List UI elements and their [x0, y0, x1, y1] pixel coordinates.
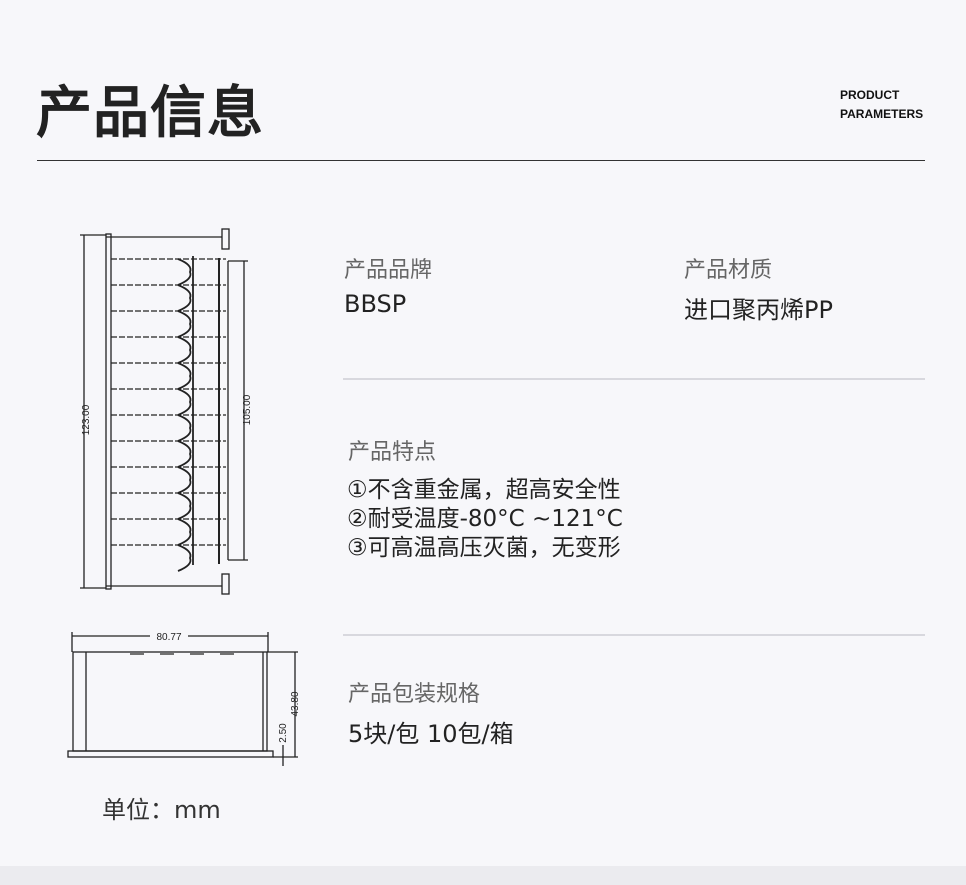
side-view-drawing — [67, 632, 298, 766]
material-value: 进口聚丙烯PP — [684, 296, 833, 324]
well-bottom-curve — [177, 518, 192, 546]
feature-item: ③可高温高压灭菌，无变形 — [347, 535, 621, 561]
feature-item: ①不含重金属，超高安全性 — [347, 477, 621, 503]
well-bottom-curve — [177, 336, 192, 364]
feature-item: ②耐受温度-80°C ~121°C — [347, 506, 623, 532]
packaging-label: 产品包装规格 — [348, 682, 481, 707]
well-bottom-curve — [177, 544, 192, 572]
subtitle-line-1: PRODUCT — [840, 88, 900, 102]
unit-label: 单位：mm — [102, 796, 221, 824]
well-bottom-curve — [177, 466, 192, 494]
section-divider — [343, 634, 925, 636]
well-bottom-curve — [177, 362, 192, 390]
dim-inner-label: 105.00 — [242, 394, 253, 425]
header-divider — [37, 160, 925, 161]
section-divider — [343, 378, 925, 380]
features-list: ①不含重金属，超高安全性 ②耐受温度-80°C ~121°C ③可高温高压灭菌，… — [347, 476, 623, 563]
dim-width-label: 80.77 — [156, 632, 181, 643]
brand-value: BBSP — [344, 290, 407, 318]
well-bottom-curve — [177, 284, 192, 312]
page-title: 产品信息 — [36, 81, 264, 146]
subtitle-line-2: PARAMETERS — [840, 107, 924, 121]
well-bottom-curve — [177, 492, 192, 520]
well-bottom-curve — [177, 388, 192, 416]
page-subtitle: PRODUCT PARAMETERS — [840, 86, 923, 124]
dim-length-label: 123.00 — [81, 404, 92, 435]
well-bottom-curve — [177, 414, 192, 442]
features-label: 产品特点 — [348, 440, 437, 465]
top-view-drawing — [80, 228, 248, 595]
material-label: 产品材质 — [684, 258, 773, 283]
dim-height-label: 43.80 — [290, 691, 301, 716]
well-bottom-curve — [177, 258, 192, 286]
well-bottom-curve — [177, 440, 192, 468]
well-bottom-curve — [177, 310, 192, 338]
dim-base-label: 2.50 — [278, 723, 289, 743]
packaging-value: 5块/包 10包/箱 — [348, 720, 514, 748]
footer-strip — [0, 866, 966, 885]
brand-label: 产品品牌 — [344, 258, 433, 283]
